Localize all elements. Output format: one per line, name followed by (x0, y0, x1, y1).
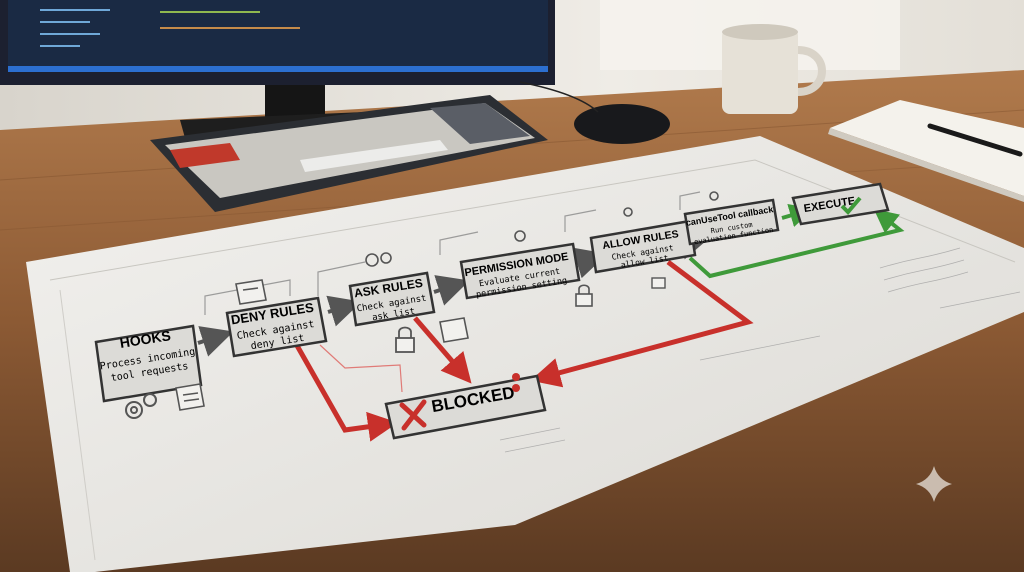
check-icon (840, 196, 862, 215)
document-icon (235, 279, 267, 305)
diagram-paper (26, 136, 1024, 572)
lock-icon (651, 277, 666, 289)
x-icon (399, 399, 427, 431)
node-ask-rules: ASK RULES Check against ask list (348, 271, 436, 327)
gear-icon (125, 393, 157, 419)
gear-icon (365, 191, 719, 267)
notebook (828, 100, 1024, 202)
pen (927, 123, 1023, 157)
node-execute: EXECUTE (791, 182, 890, 226)
node-hooks: HOOKS Process incoming tool requests (94, 324, 203, 403)
node-blocked: BLOCKED (384, 373, 547, 440)
node-canusetool: canUseTool callback Run custom evaluatio… (683, 198, 780, 246)
document-icon (439, 317, 469, 343)
handwritten-notes (499, 247, 1021, 453)
node-hooks-title: HOOKS (119, 327, 172, 351)
mouse (574, 104, 670, 144)
lock-icon (395, 326, 415, 353)
blocked-arrows (292, 260, 754, 442)
coffee-mug (722, 24, 826, 114)
lock-icon (575, 284, 593, 307)
document-icon (175, 383, 205, 411)
keyboard (150, 95, 548, 212)
node-permission-mode: PERMISSION MODE Evaluate current permiss… (459, 242, 581, 300)
sparkle-icon (916, 466, 952, 502)
